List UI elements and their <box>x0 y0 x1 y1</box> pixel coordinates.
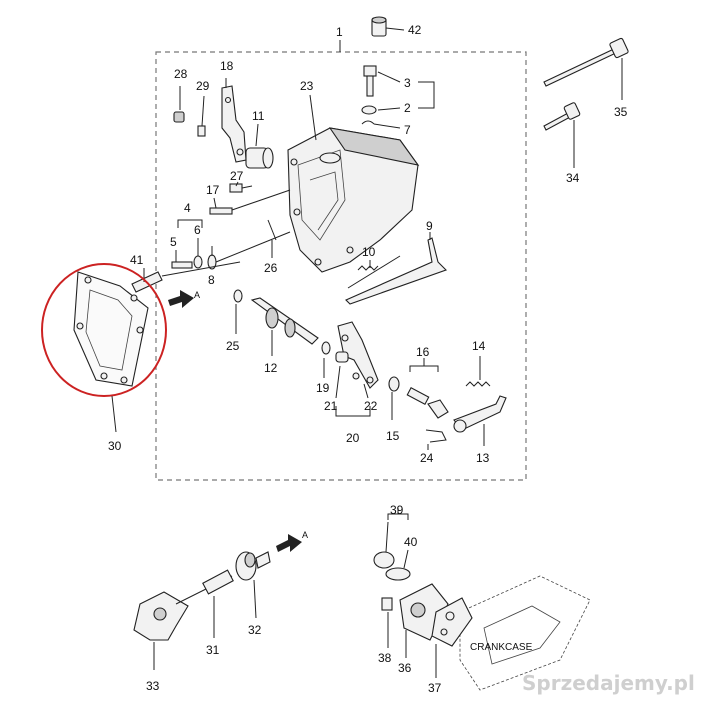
callout-18: 18 <box>220 59 234 73</box>
callout-38: 38 <box>378 651 392 665</box>
highlight-circle <box>41 263 167 397</box>
lower-shaft-assembly <box>133 534 302 670</box>
callout-19: 19 <box>316 381 330 395</box>
callout-36: 36 <box>398 661 412 675</box>
lever-group <box>173 78 291 215</box>
top-bolt-set <box>361 16 435 129</box>
crankcase-label: CRANKCASE <box>470 642 533 653</box>
arrow-label-upper: A <box>194 290 200 300</box>
callout-2: 2 <box>404 101 411 115</box>
callout-12: 12 <box>264 361 278 375</box>
callout-16: 16 <box>416 345 430 359</box>
callout-1: 1 <box>336 25 343 39</box>
callout-13: 13 <box>476 451 490 465</box>
callout-40: 40 <box>404 535 418 549</box>
callout-21: 21 <box>324 399 338 413</box>
callout-17: 17 <box>206 183 220 197</box>
callout-7: 7 <box>404 123 411 137</box>
watermark: Sprzedajemy.pl <box>522 671 695 695</box>
linkage-group <box>388 356 507 450</box>
callout-37: 37 <box>428 681 442 695</box>
callout-10: 10 <box>362 245 376 259</box>
callout-25: 25 <box>226 339 240 353</box>
direction-arrow-upper <box>168 290 194 308</box>
callout-34: 34 <box>566 171 580 185</box>
callout-4: 4 <box>184 201 191 215</box>
callout-28: 28 <box>174 67 188 81</box>
callout-22: 22 <box>364 399 378 413</box>
callout-8: 8 <box>208 273 215 287</box>
shift-fork <box>321 321 379 417</box>
callout-29: 29 <box>196 79 210 93</box>
callout-32: 32 <box>248 623 262 637</box>
callout-26: 26 <box>264 261 278 275</box>
callout-30: 30 <box>108 439 122 453</box>
callout-31: 31 <box>206 643 220 657</box>
callout-24: 24 <box>420 451 434 465</box>
callout-20: 20 <box>346 431 360 445</box>
callout-15: 15 <box>386 429 400 443</box>
callout-42: 42 <box>408 23 422 37</box>
callout-3: 3 <box>404 76 411 90</box>
callout-41: 41 <box>130 253 144 267</box>
main-shaft <box>233 289 319 356</box>
callout-9: 9 <box>426 219 433 233</box>
callout-33: 33 <box>146 679 160 693</box>
callout-27: 27 <box>230 169 244 183</box>
callout-6: 6 <box>194 223 201 237</box>
callout-35: 35 <box>614 105 628 119</box>
rod-and-spring <box>267 219 448 305</box>
callout-14: 14 <box>472 339 486 353</box>
callouts: 1 42 3 2 7 23 35 34 28 29 18 11 27 17 4 … <box>108 23 628 695</box>
crankcase-assembly <box>373 508 591 691</box>
callout-39: 39 <box>390 503 404 517</box>
gasket-30 <box>73 271 149 387</box>
callout-23: 23 <box>300 79 314 93</box>
arrow-label-lower: A <box>302 530 308 540</box>
long-bolts <box>543 37 629 168</box>
assembly-boundary <box>155 51 527 481</box>
gear-housing <box>287 94 420 273</box>
callout-11: 11 <box>252 109 265 123</box>
callout-5: 5 <box>170 235 177 249</box>
